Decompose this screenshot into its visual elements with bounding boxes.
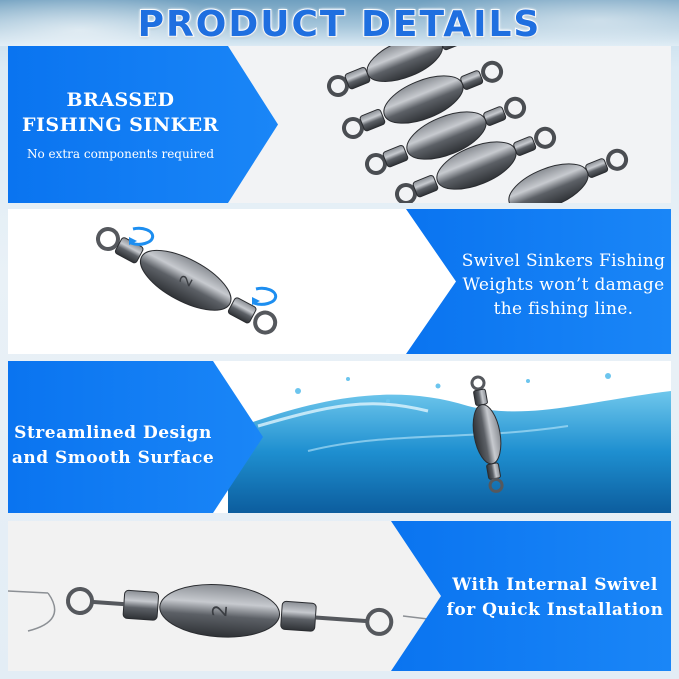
text-line-2: and Smooth Surface: [11, 448, 215, 468]
label-streamlined: Streamlined Design and Smooth Surface: [8, 421, 218, 471]
panel-brassed-sinker: BRASSED FISHING SINKER No extra componen…: [8, 46, 671, 203]
swivel-sinker-photo: 2: [96, 226, 278, 335]
label-swivel-sinker: Swivel Sinkers Fishing Weights won’t dam…: [456, 249, 671, 321]
panel-swivel-sinker: 2 Swivel Sinkers Fishing Weights won’t d…: [8, 209, 671, 354]
rotate-arrow-icon: [252, 286, 278, 306]
text-line-1: Streamlined Design: [14, 423, 212, 443]
sinker-size-mark: 2: [207, 604, 232, 618]
text-line-3: the fishing line.: [493, 299, 634, 319]
label-internal-swivel: With Internal Swivel for Quick Installat…: [439, 573, 671, 623]
label-brassed-sinker: BRASSED FISHING SINKER No extra componen…: [8, 88, 233, 162]
swivel-line-photo: 2: [8, 583, 428, 638]
text-line-2: Weights won’t damage: [462, 275, 665, 295]
label-banner: [8, 46, 278, 203]
text-line-2: for Quick Installation: [446, 600, 664, 620]
sinkers-group-photo: [327, 46, 629, 203]
page-title: PRODUCT DETAILS: [137, 3, 542, 46]
panel-streamlined: Streamlined Design and Smooth Surface: [8, 361, 671, 513]
heading-line-1: BRASSED: [66, 89, 175, 111]
subtitle: No extra components required: [26, 147, 215, 161]
rotate-arrow-icon: [129, 226, 155, 246]
heading-line-2: FISHING SINKER: [22, 114, 219, 136]
panel-internal-swivel: 2 With Internal Swivel for Quick Install…: [8, 521, 671, 671]
text-line-1: Swivel Sinkers Fishing: [461, 251, 666, 271]
page-header: PRODUCT DETAILS: [0, 0, 679, 46]
label-banner: [8, 361, 263, 513]
text-line-1: With Internal Swivel: [452, 575, 658, 595]
